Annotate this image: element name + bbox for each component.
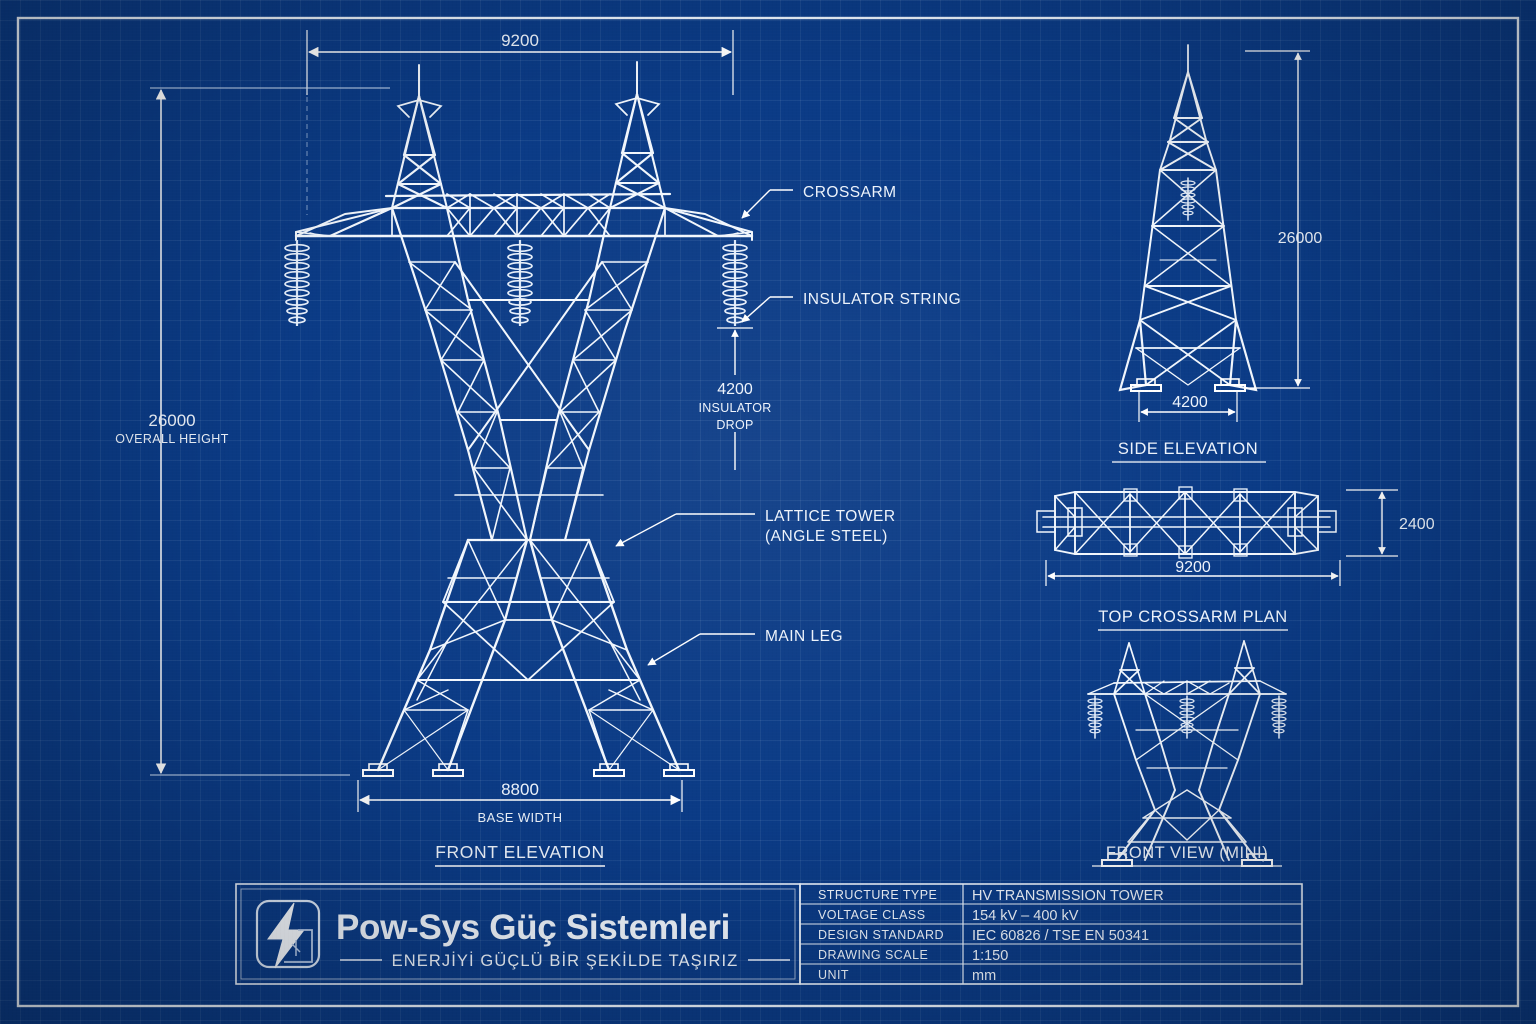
callout-lattice-tower-label-2: (ANGLE STEEL) bbox=[765, 528, 888, 545]
company-tagline: ENERJİYİ GÜÇLÜ BİR ŞEKİLDE TAŞIRIZ bbox=[392, 951, 739, 970]
dim-base-width-8800 bbox=[357, 780, 683, 812]
front-view-mini-title: FRONT VIEW (MINI) bbox=[1106, 844, 1268, 862]
callout-insulator-string-label: INSULATOR STRING bbox=[803, 291, 961, 308]
dim-insulator-drop-4200 bbox=[717, 327, 753, 470]
dim-plan-length-9200 bbox=[1045, 560, 1341, 586]
callout-leaders bbox=[615, 189, 793, 666]
dim-plan-length-value: 9200 bbox=[1175, 559, 1211, 576]
side-elevation-title: SIDE ELEVATION bbox=[1118, 440, 1258, 458]
dim-side-base-4200 bbox=[1138, 390, 1238, 422]
dim-side-base-value: 4200 bbox=[1172, 394, 1208, 411]
company-name: Pow-Sys Güç Sistemleri bbox=[336, 908, 730, 947]
lightning-bolt-icon bbox=[255, 899, 321, 969]
dim-extension-lines bbox=[150, 87, 390, 776]
spec-label-drawing-scale: DRAWING SCALE bbox=[818, 948, 928, 962]
sheet-border bbox=[16, 16, 1520, 1008]
dim-overall-height-note: OVERALL HEIGHT bbox=[115, 432, 229, 446]
spec-value-structure-type: HV TRANSMISSION TOWER bbox=[972, 888, 1164, 904]
spec-value-unit: mm bbox=[972, 968, 996, 984]
callout-crossarm-label: CROSSARM bbox=[803, 184, 897, 201]
dim-top-width-value: 9200 bbox=[501, 31, 539, 50]
side-elevation-tower bbox=[1118, 44, 1258, 392]
spec-value-voltage-class: 154 kV – 400 kV bbox=[972, 908, 1079, 924]
dim-base-width-value: 8800 bbox=[501, 780, 539, 799]
dim-top-width-9200 bbox=[306, 30, 734, 95]
dim-side-height-26000 bbox=[1245, 50, 1310, 389]
spec-label-design-standard: DESIGN STANDARD bbox=[818, 928, 944, 942]
spec-label-unit: UNIT bbox=[818, 968, 849, 982]
top-crossarm-plan-title: TOP CROSSARM PLAN bbox=[1098, 608, 1287, 626]
dim-side-height-value: 26000 bbox=[1278, 230, 1323, 247]
dim-plan-width-2400 bbox=[1346, 489, 1398, 557]
callout-main-leg-label: MAIN LEG bbox=[765, 628, 843, 645]
dim-base-width-note: BASE WIDTH bbox=[478, 810, 563, 825]
front-view-mini-tower bbox=[1087, 640, 1287, 867]
dim-insulator-drop-note-2: DROP bbox=[716, 418, 753, 432]
front-elevation-tower bbox=[294, 61, 754, 777]
callout-lattice-tower-label-1: LATTICE TOWER bbox=[765, 508, 896, 525]
front-elevation-title: FRONT ELEVATION bbox=[435, 842, 604, 862]
spec-label-voltage-class: VOLTAGE CLASS bbox=[818, 908, 926, 922]
dim-overall-height-value: 26000 bbox=[148, 411, 195, 430]
spec-value-design-standard: IEC 60826 / TSE EN 50341 bbox=[972, 928, 1149, 944]
spec-label-structure-type: STRUCTURE TYPE bbox=[818, 888, 937, 902]
insulator-strings-front bbox=[283, 238, 749, 328]
title-block-frame bbox=[235, 883, 1303, 985]
top-crossarm-plan bbox=[1036, 486, 1337, 559]
spec-value-drawing-scale: 1:150 bbox=[972, 948, 1008, 964]
dim-insulator-drop-note-1: INSULATOR bbox=[698, 401, 771, 415]
dim-insulator-drop-value: 4200 bbox=[717, 381, 753, 398]
dim-plan-width-value: 2400 bbox=[1399, 516, 1435, 533]
